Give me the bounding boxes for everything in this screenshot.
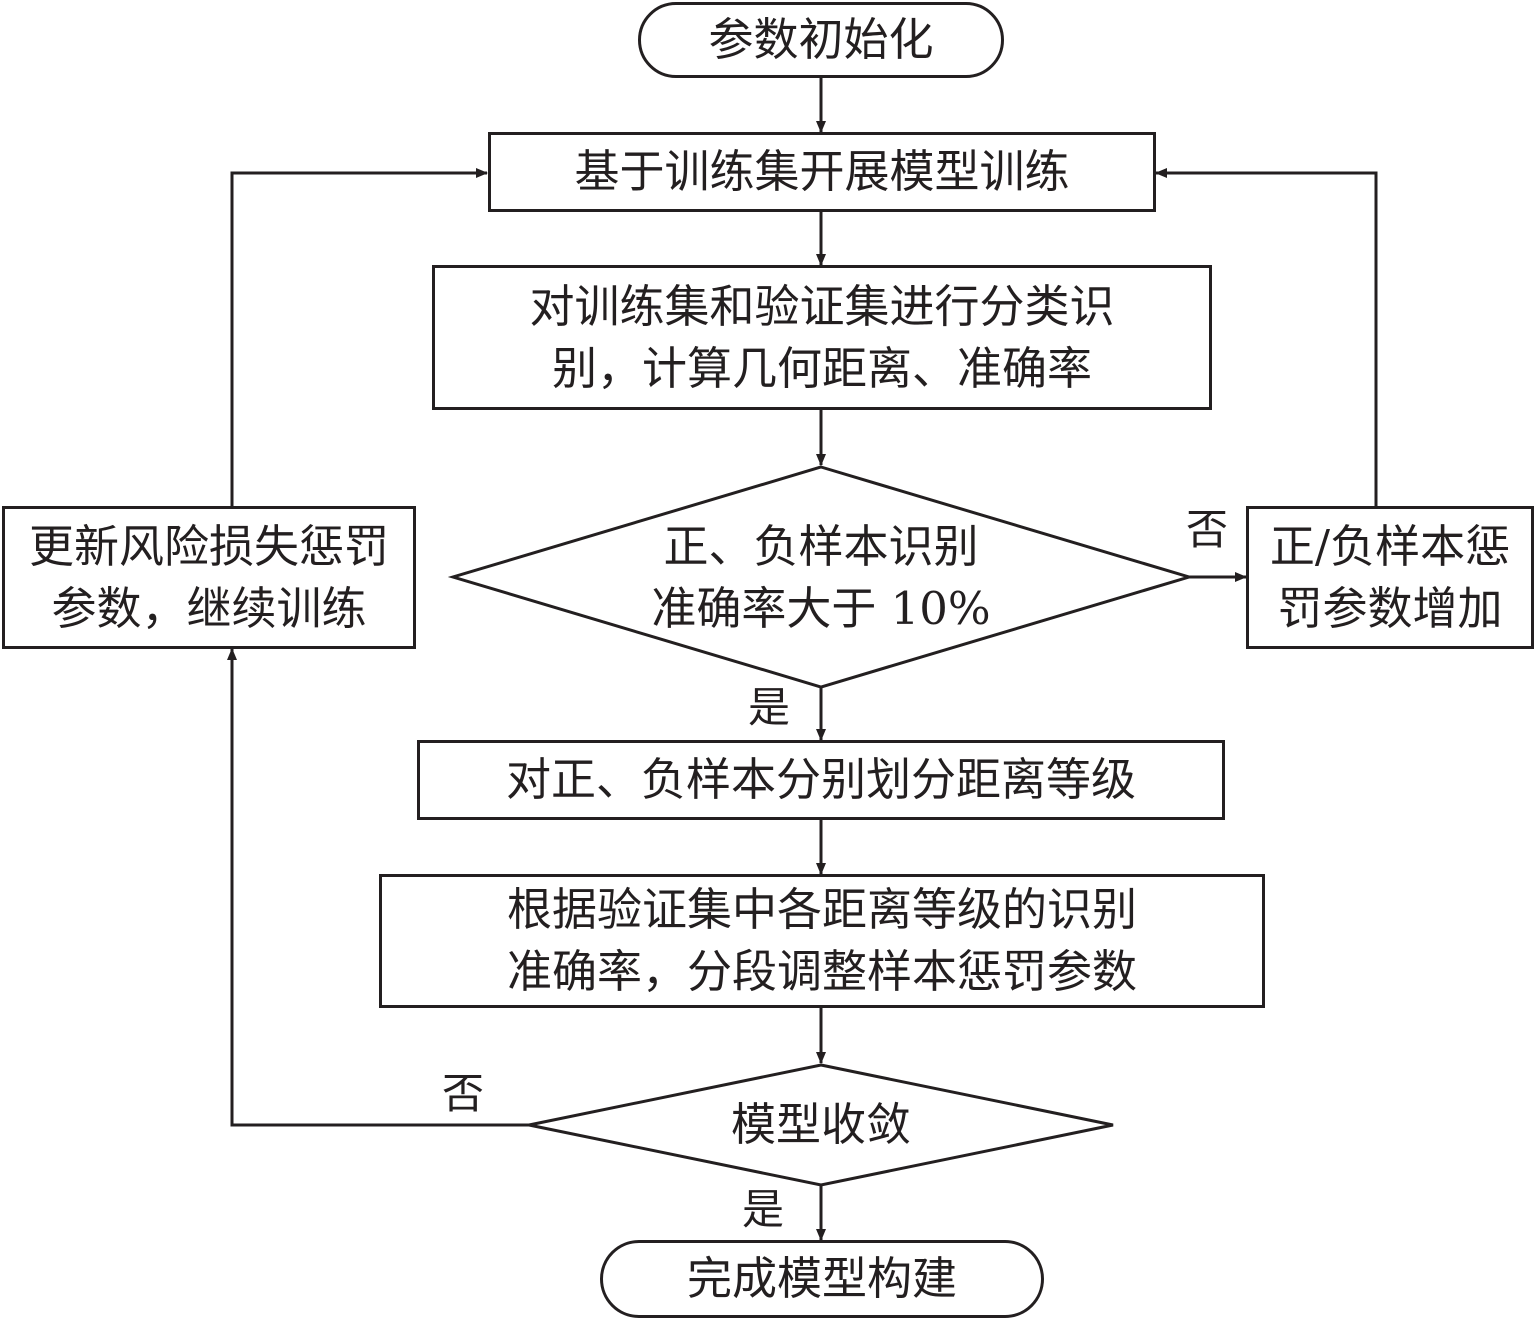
decision-1-yes-label: 是: [748, 683, 791, 732]
update-penalty-node: 更新风险损失惩罚 参数，继续训练: [2, 506, 416, 649]
arrow-increase-to-train: [1155, 168, 1378, 506]
arrow-decision2-no: [227, 648, 529, 1127]
decision-2-no-label: 否: [442, 1069, 485, 1118]
train-node: 基于训练集开展模型训练: [488, 132, 1156, 212]
update-label-line1: 更新风险损失惩罚: [28, 519, 389, 573]
adjust-label-line1: 根据验证集中各距离等级的识别: [506, 883, 1137, 936]
classify-label-line1: 对训练集和验证集进行分类识: [529, 279, 1115, 333]
classify-node: 对训练集和验证集进行分类识 别，计算几何距离、准确率: [432, 265, 1212, 410]
grade-label: 对正、负样本分别划分距离等级: [505, 753, 1136, 806]
start-label: 参数初始化: [708, 13, 934, 66]
decision-1-no-label: 否: [1186, 505, 1229, 554]
grade-node: 对正、负样本分别划分距离等级: [417, 740, 1225, 820]
increase-label-line1: 正/负样本惩: [1269, 519, 1511, 573]
update-label-line2: 参数，继续训练: [51, 581, 367, 635]
increase-label-line2: 罚参数增加: [1277, 581, 1503, 635]
decision-1-label-line1: 正、负样本识别: [663, 520, 979, 573]
decision-1-text: 正、负样本识别 准确率大于 10%: [571, 516, 1071, 640]
decision-1-label-line2: 准确率大于 10%: [651, 582, 991, 635]
adjust-label-line2: 准确率，分段调整样本惩罚参数: [506, 945, 1137, 998]
start-node: 参数初始化: [638, 2, 1004, 78]
end-label: 完成模型构建: [686, 1252, 957, 1305]
increase-penalty-node: 正/负样本惩 罚参数增加: [1246, 506, 1534, 649]
classify-label-line2: 别，计算几何距离、准确率: [551, 341, 1092, 395]
arrow-update-to-train: [230, 168, 488, 506]
decision-2-text: 模型收敛: [671, 1094, 971, 1156]
end-node: 完成模型构建: [600, 1240, 1044, 1318]
train-label: 基于训练集开展模型训练: [574, 145, 1070, 198]
adjust-node: 根据验证集中各距离等级的识别 准确率，分段调整样本惩罚参数: [379, 874, 1265, 1008]
decision-2-label: 模型收敛: [730, 1098, 911, 1151]
decision-2-yes-label: 是: [742, 1185, 785, 1234]
